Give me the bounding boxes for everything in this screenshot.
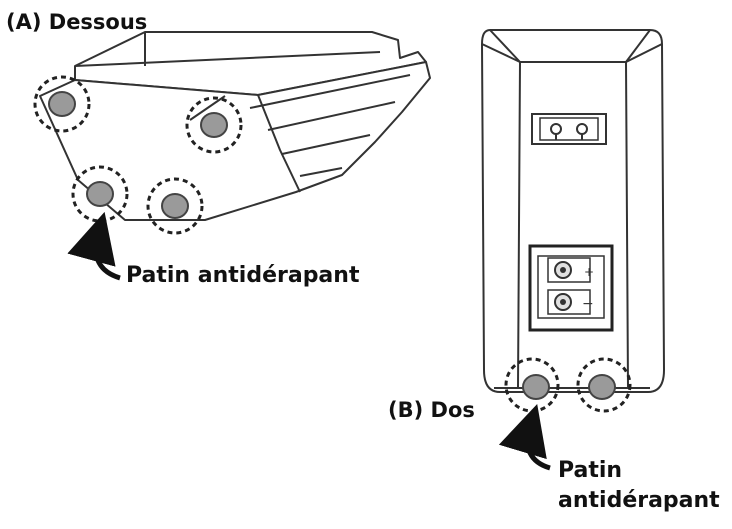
pad-label-2-line1: Patin (558, 458, 623, 483)
pad-back-2 (576, 357, 632, 413)
terminal-positive-label: + (584, 265, 594, 279)
pad-bottom-1 (33, 75, 91, 133)
pad-bottom-4 (146, 177, 204, 235)
pad-arrow-2 (498, 404, 551, 471)
pad-label-2-line2: antidérapant (558, 488, 720, 513)
pad-bottom-3 (71, 165, 129, 223)
back-view-label: (B) Dos (388, 398, 475, 422)
pad-label-1: Patin antidérapant (126, 263, 360, 288)
wall-mount-bracket (531, 113, 607, 145)
speaker-back-view (481, 29, 665, 393)
anti-slip-pads-back (504, 357, 632, 413)
speaker-terminal-plate: + − (528, 244, 614, 332)
speaker-bottom-view (39, 31, 431, 221)
pad-back-1 (504, 357, 560, 413)
pad-bottom-2 (185, 96, 243, 154)
bottom-view-label: (A) Dessous (6, 10, 148, 34)
anti-slip-pads-bottom (33, 75, 243, 235)
terminal-negative-label: − (582, 296, 594, 312)
pad-arrow-1 (67, 211, 121, 281)
